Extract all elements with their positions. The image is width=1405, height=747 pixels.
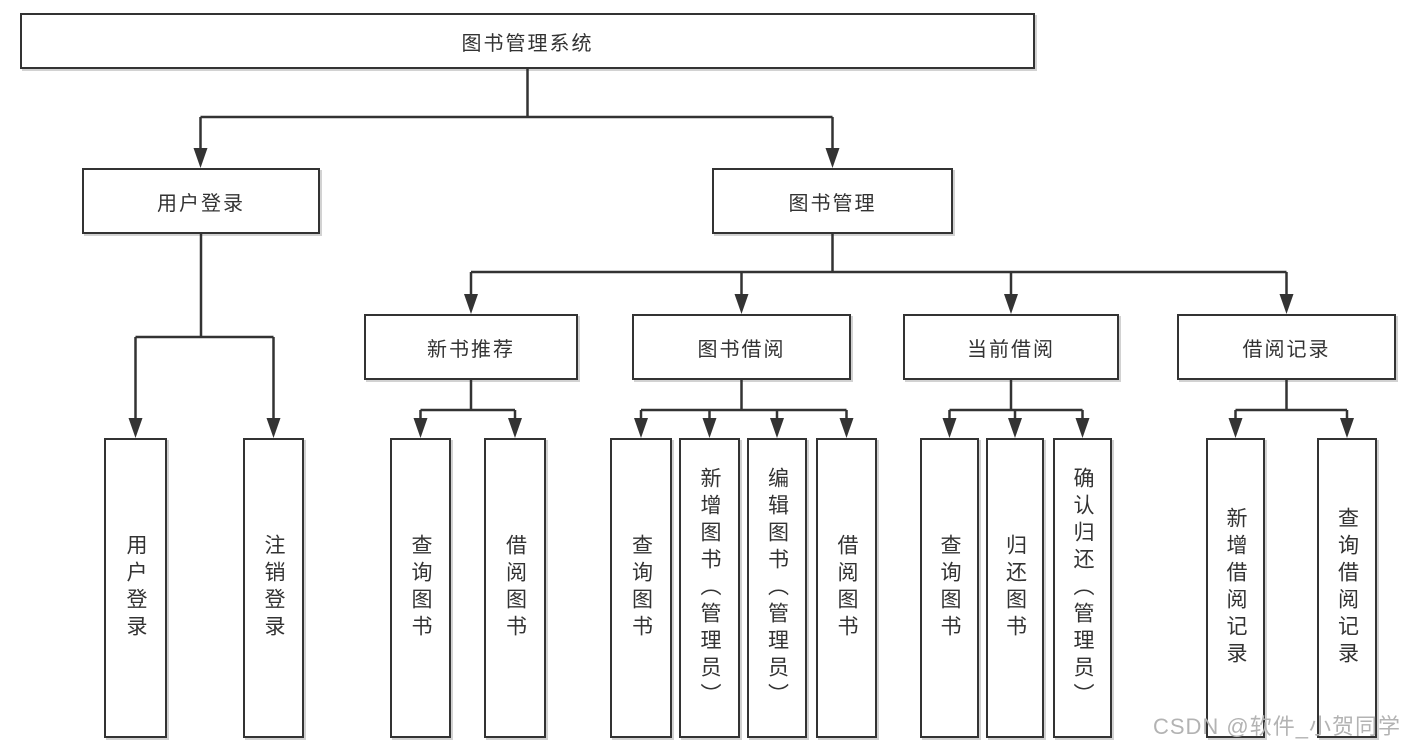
leaf-query-book-borrow: 查询图书 (610, 438, 672, 738)
leaf-borrow-book: 借阅图书 (816, 438, 877, 738)
leaf-add-borrow-record: 新增借阅记录 (1206, 438, 1265, 738)
node-book-management: 图书管理 (712, 168, 953, 234)
node-book-borrowing: 图书借阅 (632, 314, 851, 380)
node-current-borrowing: 当前借阅 (903, 314, 1119, 380)
leaf-query-book-current: 查询图书 (920, 438, 979, 738)
leaf-query-borrow-record: 查询借阅记录 (1317, 438, 1377, 738)
leaf-logout: 注销登录 (243, 438, 304, 738)
node-user-login: 用户登录 (82, 168, 320, 234)
node-library-management-system: 图书管理系统 (20, 13, 1035, 69)
leaf-user-login: 用户登录 (104, 438, 167, 738)
leaf-borrow-book-recommend: 借阅图书 (484, 438, 546, 738)
csdn-watermark: CSDN @软件_小贺同学 (1152, 714, 1401, 739)
leaf-add-book-admin: 新增图书（管理员） (679, 438, 740, 738)
leaf-confirm-return-admin: 确认归还（管理员） (1053, 438, 1112, 738)
node-borrowing-records: 借阅记录 (1177, 314, 1396, 380)
leaf-return-book: 归还图书 (986, 438, 1044, 738)
node-new-book-recommendation: 新书推荐 (364, 314, 578, 380)
leaf-query-book-recommend: 查询图书 (390, 438, 451, 738)
leaf-edit-book-admin: 编辑图书（管理员） (747, 438, 807, 738)
